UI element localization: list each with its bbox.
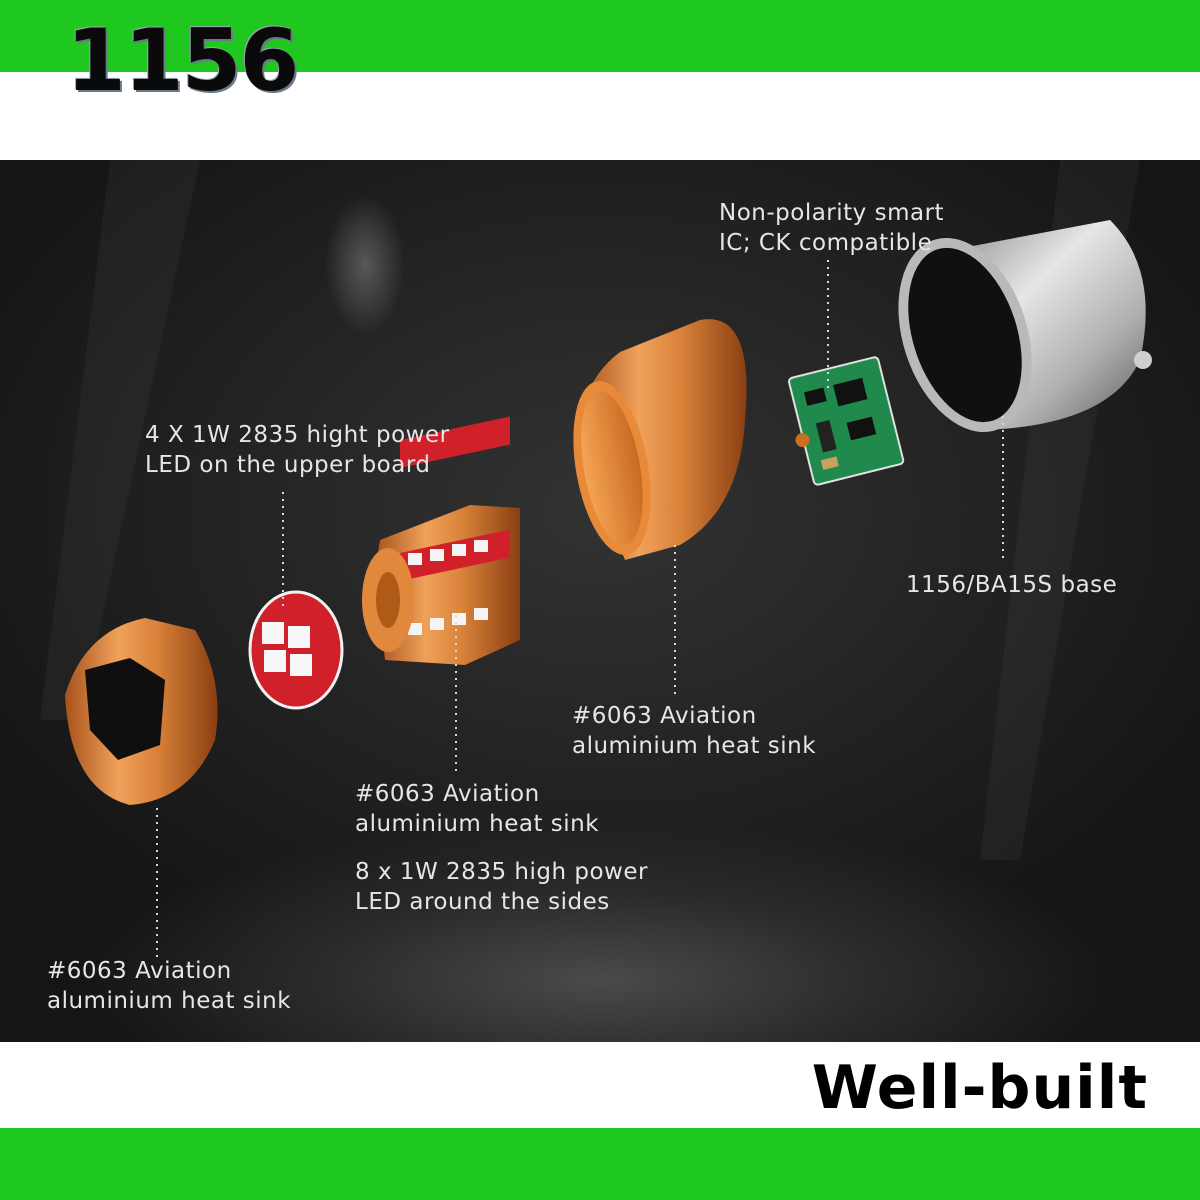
bottom-white-band: [0, 1042, 1200, 1128]
label-base: 1156/BA15S base: [906, 570, 1117, 600]
label-sink-left: #6063 Aviation aluminium heat sink: [47, 956, 291, 1016]
label-side-led-line1: 8 x 1W 2835 high power: [355, 859, 648, 885]
label-ic-line1: Non-polarity smart: [719, 200, 945, 226]
exploded-view: Non-polarity smart IC; CK compatible 4 X…: [0, 160, 1200, 1042]
heat-sink-core: [362, 416, 520, 665]
leader-lines: [156, 260, 1004, 960]
label-sink-middle-line1: #6063 Aviation: [355, 781, 540, 807]
label-ic: Non-polarity smart IC; CK compatible: [719, 198, 944, 258]
upper-led-board: [248, 590, 344, 710]
heat-sink-ring-right: [573, 319, 747, 560]
model-title: 1156: [66, 11, 299, 111]
label-sink-right-line1: #6063 Aviation: [572, 703, 757, 729]
top-white-band: [0, 72, 1200, 160]
background-streak: [40, 160, 200, 720]
label-sink-right-line2: aluminium heat sink: [572, 733, 817, 759]
bulb-base-cap: [898, 220, 1152, 433]
label-base-line1: 1156/BA15S base: [906, 572, 1118, 598]
label-ic-line2: IC; CK compatible: [719, 230, 933, 256]
label-sink-right: #6063 Aviation aluminium heat sink: [572, 701, 816, 761]
label-upper-led: 4 X 1W 2835 hight power LED on the upper…: [145, 420, 450, 480]
footer-tagline: Well-built: [811, 1053, 1148, 1123]
label-sink-middle-line2: aluminium heat sink: [355, 811, 600, 837]
label-sink-middle: #6063 Aviation aluminium heat sink: [355, 779, 599, 839]
bottom-green-band: [0, 1128, 1200, 1200]
ic-driver-board: [788, 356, 905, 486]
exploded-view-illustration: [40, 160, 1152, 960]
label-sink-left-line2: aluminium heat sink: [47, 988, 292, 1014]
label-side-led-line2: LED around the sides: [355, 889, 610, 915]
heat-sink-ring-left: [65, 618, 218, 805]
top-green-band: [0, 0, 1200, 72]
side-led-chips: [408, 540, 488, 635]
label-upper-led-line1: 4 X 1W 2835 hight power: [145, 422, 450, 448]
label-upper-led-line2: LED on the upper board: [145, 452, 431, 478]
label-sink-left-line1: #6063 Aviation: [47, 958, 232, 984]
label-side-led: 8 x 1W 2835 high power LED around the si…: [355, 857, 648, 917]
background-highlight: [325, 195, 405, 335]
